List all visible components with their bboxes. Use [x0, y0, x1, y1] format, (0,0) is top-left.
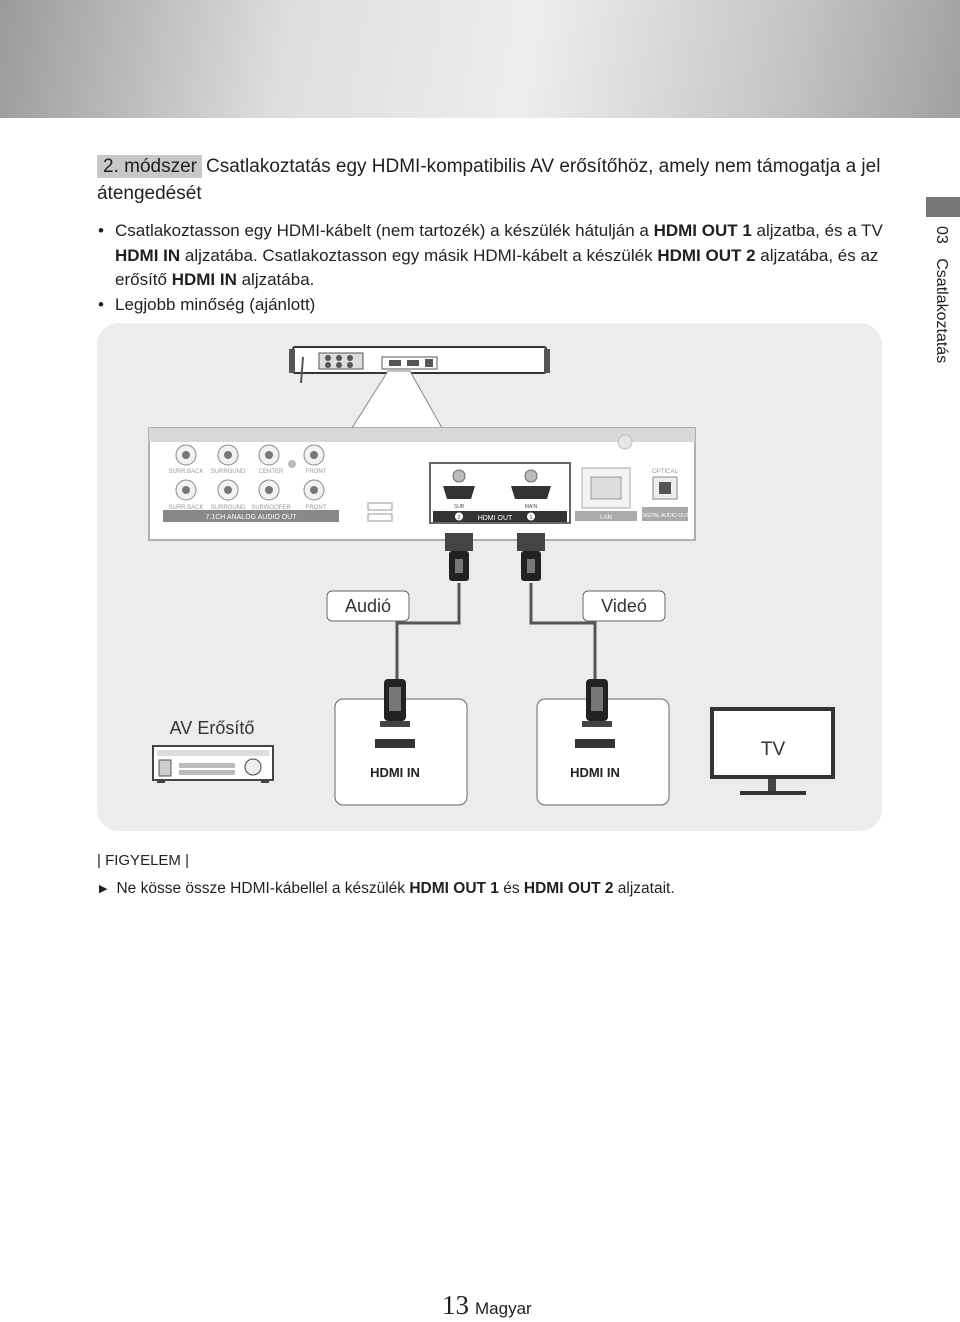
hdmi-plug-icon [582, 679, 612, 727]
tv-icon [710, 707, 835, 795]
port-name: HDMI OUT 2 [523, 880, 614, 897]
label-digital-out: DIGITAL AUDIO OUT [641, 513, 689, 519]
text-run: Ne kösse össze HDMI-kábellel a készülék [116, 880, 410, 897]
audio-label: Audió [345, 596, 391, 616]
label-surround-r: SURROUND [211, 505, 246, 511]
label-hdmi-out: HDMI OUT [478, 515, 513, 522]
port-name: HDMI IN [115, 245, 181, 265]
label-front-r: FRONT [306, 505, 327, 511]
label-main-port: MAIN [525, 504, 538, 510]
label-sub-port: SUB [454, 504, 465, 510]
method-tag: 2. módszer [97, 155, 202, 178]
diagram-svg: SURR.BACK SURROUND CENTER FRONT SURR.BAC… [148, 346, 835, 806]
hdmi-port-icon [375, 739, 415, 748]
port-name: HDMI OUT 2 [657, 245, 756, 265]
connection-diagram: SURR.BACK SURROUND CENTER FRONT SURR.BAC… [97, 323, 882, 831]
text-run: aljzatba, és a TV [751, 221, 883, 240]
player-panel-closeup: SURR.BACK SURROUND CENTER FRONT SURR.BAC… [148, 427, 696, 541]
port-name: HDMI OUT 1 [409, 880, 499, 897]
chapter-title: Csatlakoztatás [933, 258, 950, 364]
caution-note: ▶ Ne kösse össze HDMI-kábellel a készülék… [99, 880, 675, 898]
tv-label: TV [761, 739, 786, 760]
chapter-tab [926, 197, 960, 217]
player-rear-icon [289, 346, 550, 384]
caution-title: | FIGYELEM | [97, 852, 189, 869]
text-run: aljzatába, és az erősítő [115, 245, 879, 290]
chapter-number: 03 [933, 226, 950, 244]
video-label: Videó [601, 596, 647, 616]
text-run: és [498, 880, 524, 897]
label-optical: OPTICAL [652, 469, 678, 475]
label-analog-out: 7.1CH ANALOG AUDIO OUT [205, 514, 297, 521]
instruction-list: Csatlakoztasson egy HDMI-kábelt (nem tar… [97, 219, 887, 317]
label-surr-back-l: SURR.BACK [168, 469, 203, 475]
label-subwoofer: SUBWOOFER [251, 505, 291, 511]
header-band [0, 0, 960, 118]
port-name: HDMI OUT 1 [653, 221, 752, 240]
text-run: aljzatait. [613, 880, 675, 897]
port-name: HDMI IN [171, 270, 237, 290]
hdmi-plug-icon [380, 679, 410, 727]
heading-text: Csatlakoztatás egy HDMI-kompatibilis AV … [97, 156, 881, 204]
page-number: 13 [442, 1290, 469, 1320]
hdmi-in-label: HDMI IN [370, 765, 420, 780]
amp-label: AV Erősítő [170, 718, 255, 738]
page-language: Magyar [475, 1299, 532, 1318]
label-port-2: 2 [458, 515, 461, 521]
page-footer: 13 Magyar [442, 1290, 532, 1321]
text-run: aljzatába. Csatlakoztasson egy másik HDM… [180, 245, 658, 265]
text-run: aljzatába. [236, 270, 315, 290]
label-surr-back-r: SURR.BACK [168, 505, 203, 511]
text-run: Legjobb minőség (ajánlott) [115, 294, 316, 314]
hdmi-plug-icon [445, 533, 473, 581]
label-center: CENTER [259, 469, 284, 475]
arrow-right-icon: ▶ [99, 883, 108, 895]
label-port-1: 1 [530, 515, 533, 521]
list-item: Legjobb minőség (ajánlott) [97, 293, 887, 318]
label-front-l: FRONT [306, 469, 327, 475]
hdmi-plug-icon [517, 533, 545, 581]
list-item: Csatlakoztasson egy HDMI-kábelt (nem tar… [97, 219, 887, 293]
label-lan: LAN [600, 515, 612, 521]
label-surround-l: SURROUND [211, 469, 246, 475]
chapter-side-label: 03 Csatlakoztatás [932, 226, 950, 363]
hdmi-in-label: HDMI IN [570, 765, 620, 780]
av-receiver-icon [152, 745, 274, 783]
hdmi-port-icon [575, 739, 615, 748]
text-run: Csatlakoztasson egy HDMI-kábelt (nem tar… [115, 221, 654, 240]
